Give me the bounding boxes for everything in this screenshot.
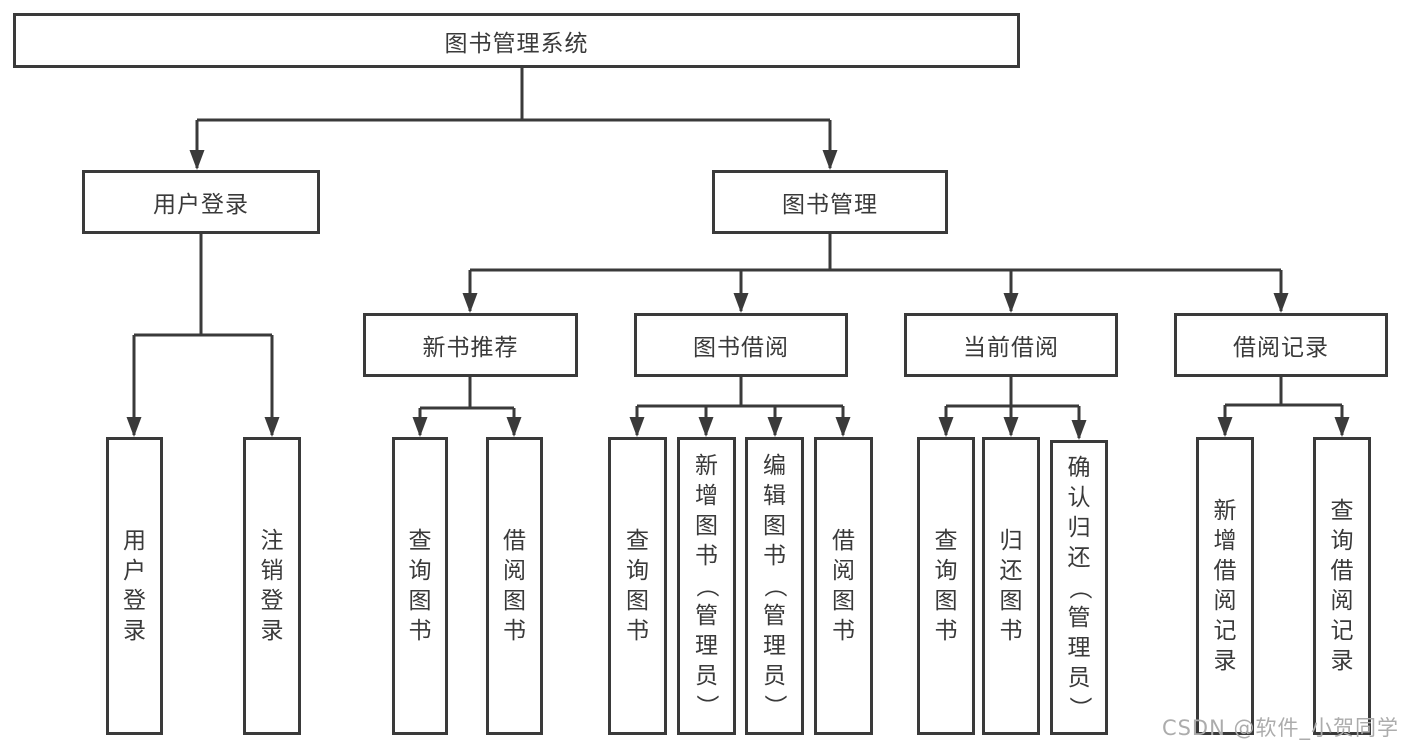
node-query-borrow-record: 查询借阅记录 bbox=[1313, 437, 1371, 735]
node-book-borrowing: 图书借阅 bbox=[634, 313, 848, 377]
node-new-book-recommend: 新书推荐 bbox=[363, 313, 578, 377]
node-book-management: 图书管理 bbox=[712, 170, 948, 234]
node-edit-books-admin: 编辑图书（管理员） bbox=[745, 437, 804, 735]
node-borrow-books-1: 借阅图书 bbox=[486, 437, 543, 735]
node-label: 新书推荐 bbox=[422, 335, 519, 361]
node-label: 图书管理系统 bbox=[444, 30, 589, 57]
node-borrowing-records: 借阅记录 bbox=[1174, 313, 1388, 377]
node-add-borrow-record: 新增借阅记录 bbox=[1196, 437, 1254, 735]
node-label: 图书借阅 bbox=[693, 335, 789, 361]
node-user-login-leaf: 用户登录 bbox=[106, 437, 163, 735]
node-label: 用户登录 bbox=[153, 192, 249, 218]
node-label: 借阅记录 bbox=[1233, 335, 1329, 361]
node-borrow-books-2: 借阅图书 bbox=[814, 437, 873, 735]
node-query-books-2: 查询图书 bbox=[608, 437, 667, 735]
node-confirm-return-admin: 确认归还（管理员） bbox=[1050, 440, 1108, 735]
node-label: 图书管理 bbox=[782, 192, 878, 218]
node-root: 图书管理系统 bbox=[13, 13, 1020, 68]
node-label: 当前借阅 bbox=[963, 335, 1059, 361]
node-query-books-3: 查询图书 bbox=[917, 437, 975, 735]
node-logout-leaf: 注销登录 bbox=[243, 437, 301, 735]
node-add-books-admin: 新增图书（管理员） bbox=[677, 437, 736, 735]
node-query-books-1: 查询图书 bbox=[392, 437, 448, 735]
node-user-login: 用户登录 bbox=[82, 170, 320, 234]
node-return-books: 归还图书 bbox=[982, 437, 1040, 735]
node-current-borrowing: 当前借阅 bbox=[904, 313, 1118, 377]
watermark: CSDN @软件_小贺同学 bbox=[1161, 716, 1399, 740]
